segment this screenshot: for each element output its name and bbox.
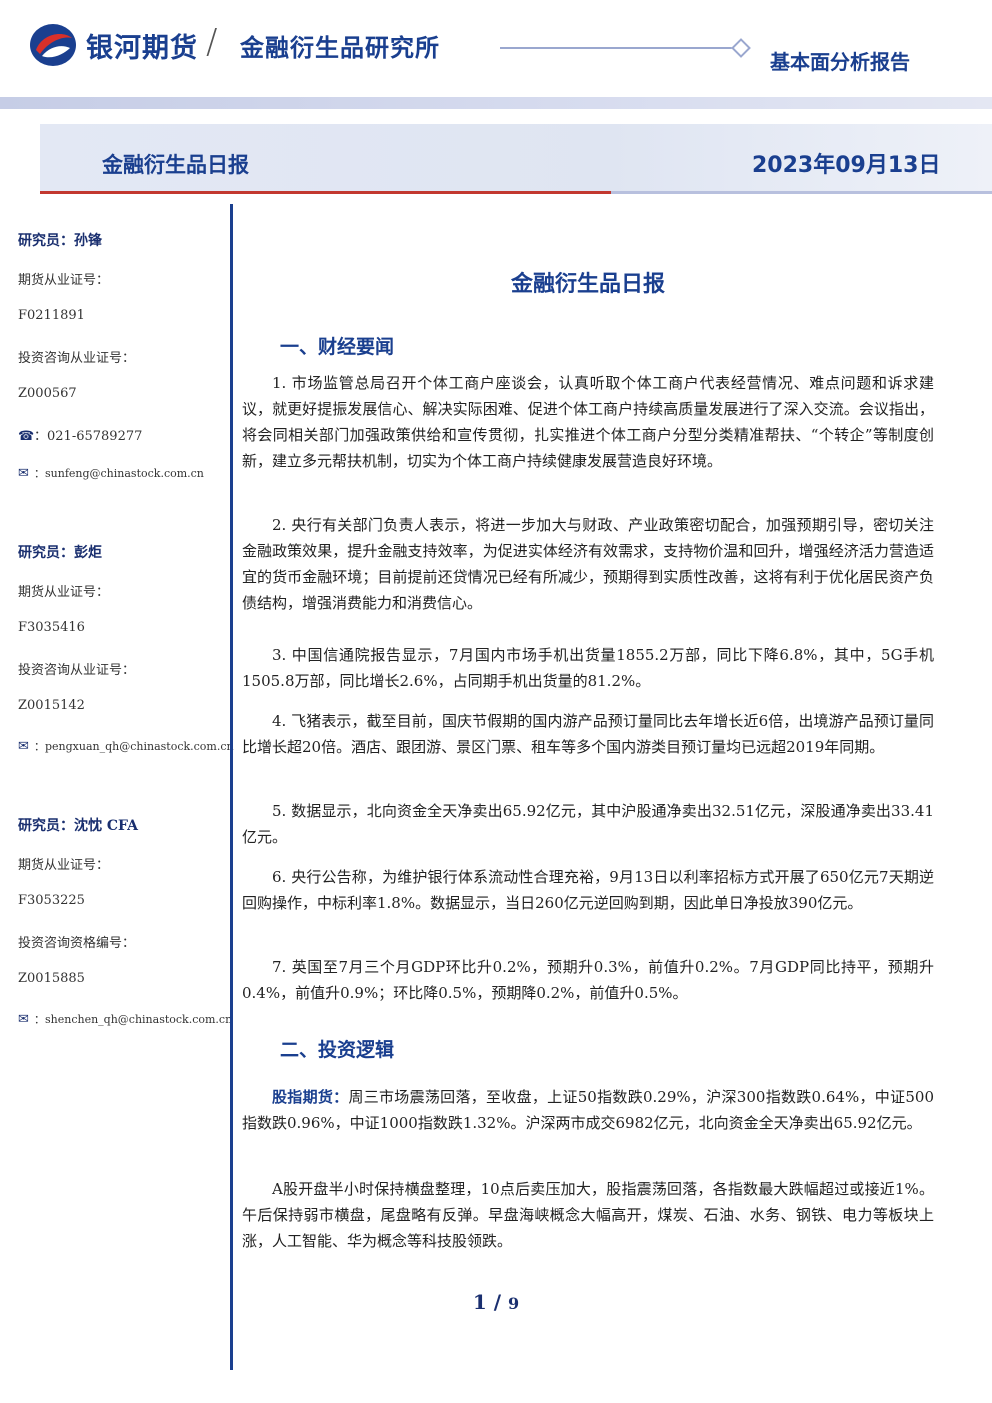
- news-item: 2. 央行有关部门负责人表示，将进一步加大与财政、产业政策密切配合，加强预期引导…: [242, 516, 934, 612]
- researcher-name: 研究员：孙锋: [18, 233, 102, 249]
- advisory-cert-number: Z0015142: [18, 698, 85, 713]
- galaxy-futures-logo-icon: [30, 24, 76, 66]
- email-row: ✉：sunfeng@chinastock.com.cn: [18, 466, 204, 481]
- header-decor-line: [500, 47, 735, 49]
- logic-paragraph: A股开盘半小时保持横盘整理，10点后卖压加大，股指震荡回落，各指数最大跌幅超过或…: [242, 1180, 934, 1250]
- email-icon: ✉: [18, 739, 29, 754]
- section-heading-logic: 二、投资逻辑: [280, 1039, 395, 1061]
- logic-label: 股指期货：: [272, 1088, 349, 1106]
- page-number: 1 / 9: [0, 1290, 992, 1314]
- news-item: 5. 数据显示，北向资金全天净卖出65.92亿元，其中沪股通净卖出32.51亿元…: [242, 802, 934, 846]
- email-icon: ✉: [18, 466, 29, 481]
- phone-number: 021-65789277: [47, 429, 143, 444]
- header-decor-diamond-icon: [731, 38, 751, 58]
- brand-separator: /: [206, 22, 218, 62]
- news-item: 3. 中国信通院报告显示，7月国内市场手机出货量1855.2万部，同比下降6.8…: [242, 646, 934, 690]
- news-item: 7. 英国至7月三个月GDP环比升0.2%，预期升0.3%，前值升0.2%。7月…: [242, 958, 934, 1002]
- title-bar: [40, 124, 992, 194]
- futures-cert-number: F0211891: [18, 308, 85, 323]
- advisory-cert-number: Z0015885: [18, 971, 85, 986]
- email-address[interactable]: pengxuan_qh@chinastock.com.cn: [45, 740, 234, 753]
- total-pages: 9: [508, 1294, 520, 1313]
- news-item: 4. 飞猪表示，截至目前，国庆节假期的国内游产品预订量同比去年增长近6倍，出境游…: [242, 712, 934, 756]
- page-separator: /: [493, 1290, 502, 1314]
- email-icon: ✉: [18, 1012, 29, 1027]
- news-item: 6. 央行公告称，为维护银行体系流动性合理充裕，9月13日以利率招标方式开展了6…: [242, 868, 934, 912]
- futures-cert-number: F3053225: [18, 893, 85, 908]
- current-page: 1: [472, 1290, 487, 1314]
- futures-cert-label: 期货从业证号：: [18, 585, 110, 600]
- institute-name: 金融衍生品研究所: [240, 34, 440, 62]
- advisory-cert-label: 投资咨询从业证号：: [18, 663, 136, 678]
- brand-name: 银河期货: [86, 33, 198, 64]
- logic-text: 周三市场震荡回落，至收盘，上证50指数跌0.29%，沪深300指数跌0.64%，…: [242, 1088, 934, 1132]
- title-bar-underline: [40, 191, 992, 194]
- document-title: 金融衍生品日报: [510, 272, 665, 297]
- email-address[interactable]: sunfeng@chinastock.com.cn: [45, 467, 204, 480]
- page-header: 银河期货 / 金融衍生品研究所 基本面分析报告: [0, 0, 992, 110]
- section-heading-news: 一、财经要闻: [280, 336, 395, 358]
- title-bar-report-name: 金融衍生品日报: [102, 153, 249, 177]
- sidebar-divider: [230, 204, 233, 1370]
- email-address[interactable]: shenchen_qh@chinastock.com.cn: [45, 1013, 233, 1026]
- futures-cert-number: F3035416: [18, 620, 85, 635]
- advisory-cert-number: Z000567: [18, 386, 77, 401]
- email-row: ✉：shenchen_qh@chinastock.com.cn: [18, 1012, 233, 1027]
- report-type: 基本面分析报告: [770, 50, 910, 74]
- email-row: ✉：pengxuan_qh@chinastock.com.cn: [18, 739, 234, 754]
- researcher-name: 研究员：沈忱 CFA: [18, 818, 138, 834]
- news-item: 1. 市场监管总局召开个体工商户座谈会，认真听取个体工商户代表经营情况、难点问题…: [242, 374, 934, 470]
- report-date: 2023年09月13日: [752, 153, 941, 178]
- futures-cert-label: 期货从业证号：: [18, 273, 110, 288]
- advisory-cert-label: 投资咨询资格编号：: [18, 936, 136, 951]
- header-band: [0, 97, 992, 109]
- advisory-cert-label: 投资咨询从业证号：: [18, 351, 136, 366]
- researcher-name: 研究员：彭炬: [18, 545, 102, 561]
- phone-row: ☎：021-65789277: [18, 429, 143, 444]
- futures-cert-label: 期货从业证号：: [18, 858, 110, 873]
- phone-icon: ☎: [18, 429, 35, 444]
- logic-paragraph: 股指期货：周三市场震荡回落，至收盘，上证50指数跌0.29%，沪深300指数跌0…: [242, 1084, 934, 1136]
